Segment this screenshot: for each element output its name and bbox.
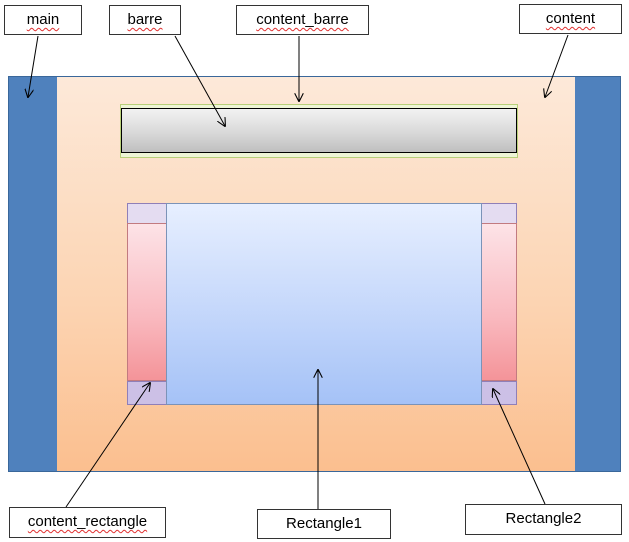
- label-content-rectangle-text: content_rectangle: [27, 513, 148, 530]
- label-rectangle2-text: Rectangle2: [505, 510, 582, 527]
- label-content-rectangle: content_rectangle: [9, 507, 166, 538]
- label-rectangle1: Rectangle1: [257, 509, 391, 539]
- label-main-text: main: [26, 11, 60, 28]
- rectangle2-right-column: [481, 223, 517, 381]
- label-content-barre-text: content_barre: [256, 11, 349, 28]
- label-main: main: [4, 5, 82, 35]
- barre-bar: [121, 108, 517, 153]
- rectangle1-box: [166, 203, 482, 405]
- label-barre-text: barre: [127, 11, 163, 28]
- label-content-barre: content_barre: [236, 5, 369, 35]
- label-content-text: content: [545, 10, 596, 27]
- label-rectangle2: Rectangle2: [465, 504, 622, 535]
- label-rectangle1-text: Rectangle1: [286, 515, 362, 532]
- label-barre: barre: [109, 5, 181, 35]
- label-content: content: [519, 4, 622, 34]
- rectangle2-left-column: [127, 223, 167, 381]
